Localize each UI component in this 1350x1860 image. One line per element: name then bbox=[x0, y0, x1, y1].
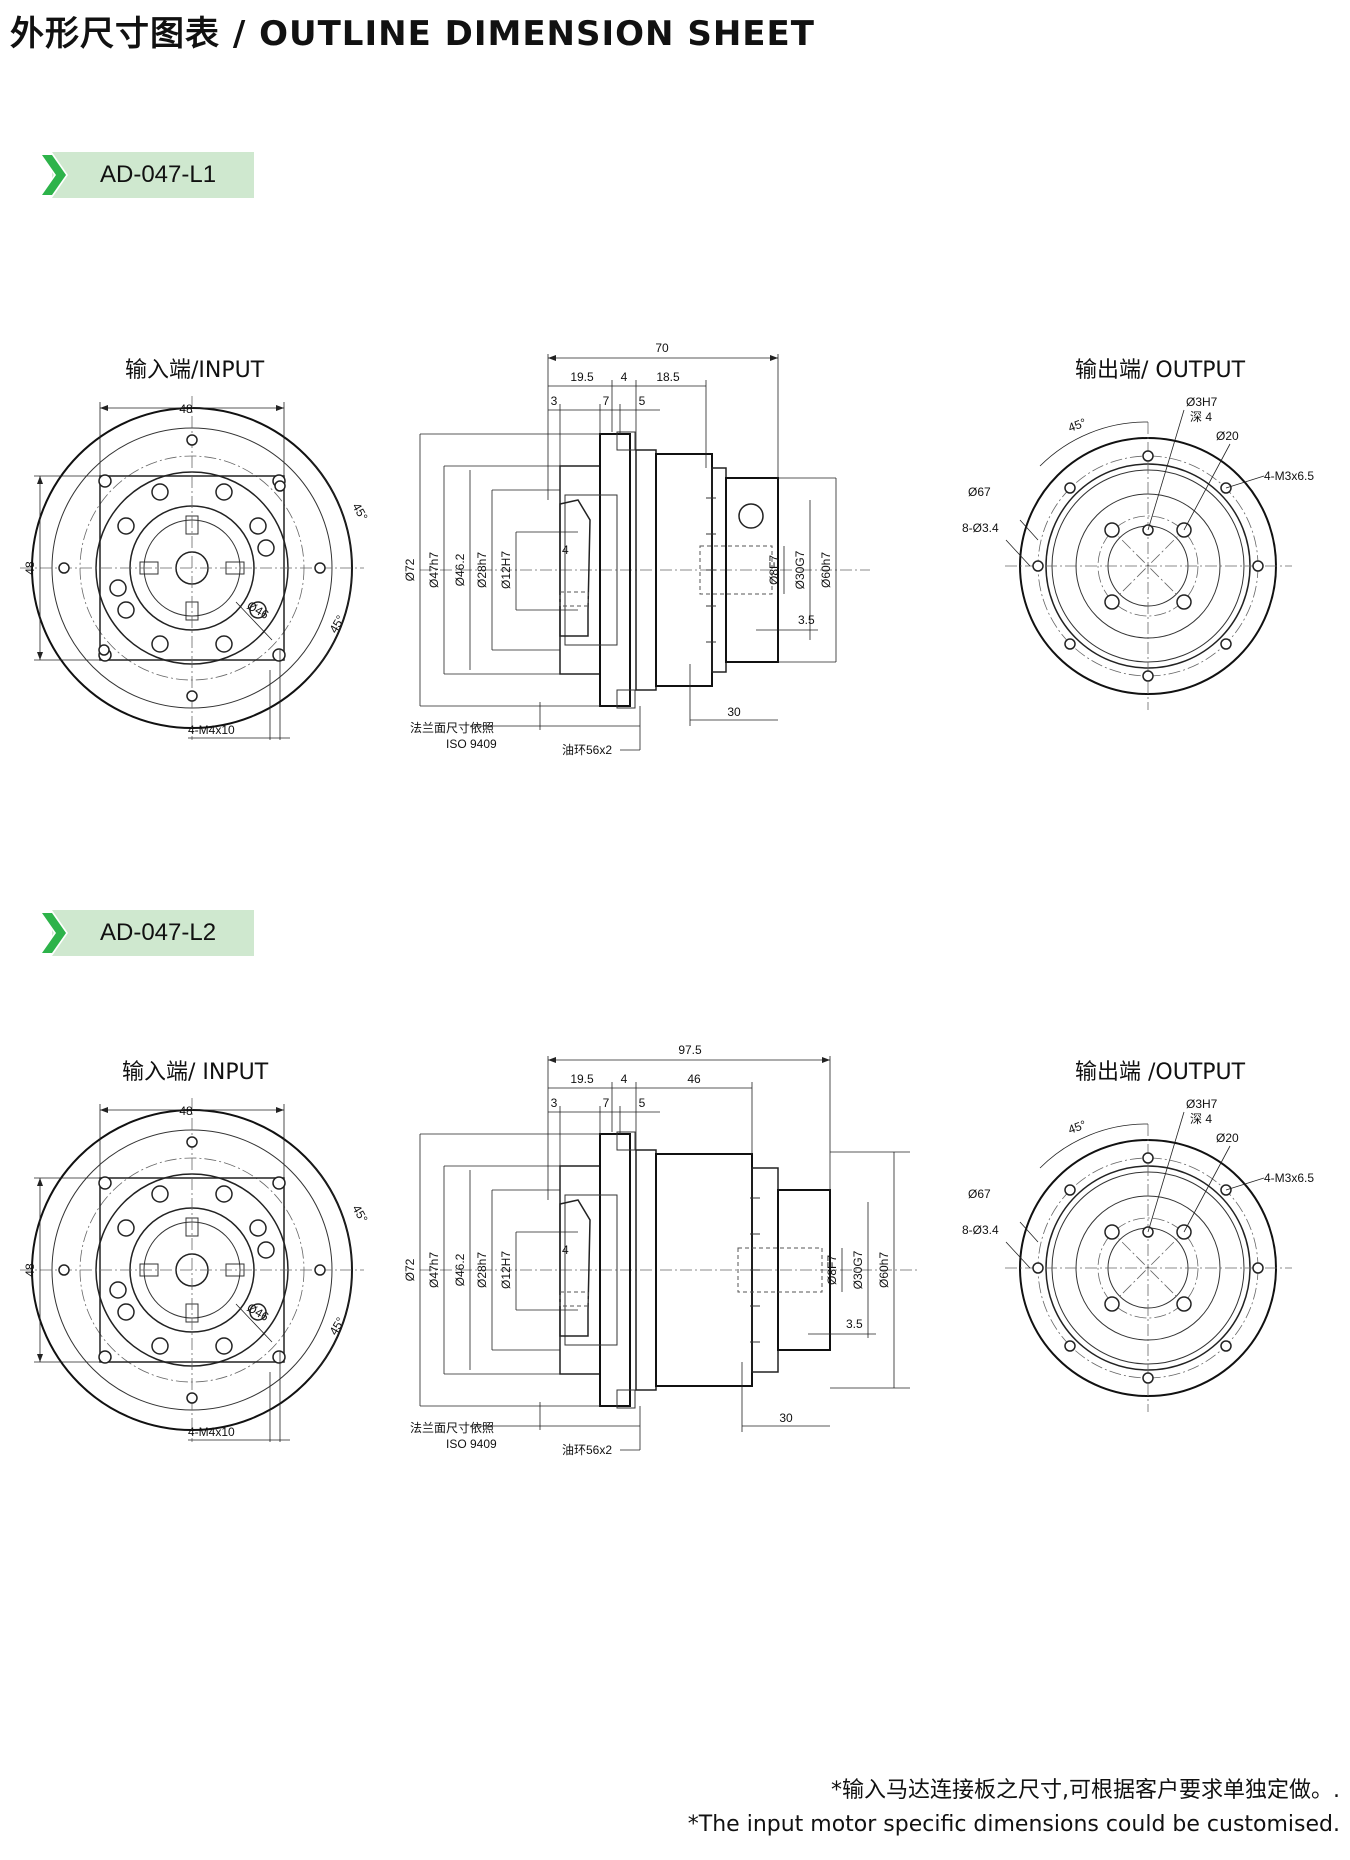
dim-angle: 45° bbox=[1066, 415, 1088, 434]
dim-3: 3 bbox=[551, 1096, 558, 1110]
footnote-en: *The input motor specific dimensions cou… bbox=[687, 1812, 1340, 1837]
dim-dia-8: Ø8F7 bbox=[825, 1255, 839, 1285]
dim-4: 4 bbox=[621, 1072, 628, 1086]
dim-dia-72: Ø72 bbox=[403, 1258, 417, 1281]
dim-46: 46 bbox=[687, 1072, 701, 1086]
dim-thread: 4-M4x10 bbox=[188, 723, 235, 737]
dim-thread: 4-M3x6.5 bbox=[1264, 469, 1314, 483]
model-name: AD-047-L1 bbox=[100, 161, 217, 188]
dim-height: 48 bbox=[23, 561, 37, 575]
dim-3-5: 3.5 bbox=[846, 1317, 863, 1331]
dim-thread: 4-M4x10 bbox=[188, 1425, 235, 1439]
side-view-drawing: 97.5 19.5 4 46 3 7 5 Ø72 Ø47h7 Ø46.2 Ø28… bbox=[403, 1043, 920, 1457]
output-view-label: 输出端 /OUTPUT bbox=[1075, 1060, 1246, 1085]
dim-3: 3 bbox=[551, 394, 558, 408]
note-flange-line2: ISO 9409 bbox=[446, 737, 497, 751]
dim-3-5: 3.5 bbox=[798, 613, 815, 627]
dim-pin-depth: 深 4 bbox=[1190, 1112, 1212, 1126]
dim-angle: 45° bbox=[1066, 1117, 1088, 1136]
output-view-drawing: 45° Ø3H7 深 4 Ø20 4-M3x6.5 Ø67 8-Ø3.4 bbox=[962, 1097, 1314, 1412]
tag-background bbox=[52, 910, 254, 956]
model-tag: AD-047-L1 bbox=[38, 152, 254, 198]
dim-dia-72: Ø72 bbox=[403, 558, 417, 581]
dim-pcd-67: Ø67 bbox=[968, 1187, 991, 1201]
dim-holes: 8-Ø3.4 bbox=[962, 1223, 999, 1237]
arrow-icon bbox=[38, 152, 68, 198]
note-flange-line2: ISO 9409 bbox=[446, 1437, 497, 1451]
dim-4: 4 bbox=[621, 370, 628, 384]
note-oring: 油环56x2 bbox=[562, 1443, 612, 1457]
note-oring: 油环56x2 bbox=[562, 743, 612, 757]
input-view-label: 输入端/ INPUT bbox=[122, 1060, 269, 1085]
model-name: AD-047-L2 bbox=[100, 919, 217, 946]
dim-dia-46: Ø46.2 bbox=[453, 1253, 467, 1286]
arrow-icon bbox=[38, 910, 68, 956]
dim-holes: 8-Ø3.4 bbox=[962, 521, 999, 535]
dim-7: 7 bbox=[603, 1096, 610, 1110]
dim-19-5: 19.5 bbox=[570, 1072, 594, 1086]
dim-height: 48 bbox=[23, 1263, 37, 1277]
dim-dia-60: Ø60h7 bbox=[819, 552, 833, 588]
dim-width: 48 bbox=[179, 1104, 193, 1118]
dim-pin-depth: 深 4 bbox=[1190, 410, 1212, 424]
dim-dia-30: Ø30G7 bbox=[793, 550, 807, 589]
dim-angle-top: 45° bbox=[349, 1203, 370, 1226]
drawing-section-2: 48 48 45° 45° Ø46 4-M4x10 bbox=[20, 1043, 1314, 1457]
note-flange-line1: 法兰面尺寸依照 bbox=[410, 1420, 494, 1435]
input-view-label: 输入端/INPUT bbox=[125, 358, 265, 383]
dim-pcd-20: Ø20 bbox=[1216, 429, 1239, 443]
dim-dia-8: Ø8F7 bbox=[767, 555, 781, 585]
dim-pin: Ø3H7 bbox=[1186, 1097, 1218, 1111]
dim-key-4: 4 bbox=[562, 543, 569, 557]
dim-dia-47: Ø47h7 bbox=[427, 552, 441, 588]
dim-5: 5 bbox=[639, 394, 646, 408]
dim-dia-12: Ø12H7 bbox=[499, 1251, 513, 1289]
footnote-cn: *输入马达连接板之尺寸,可根据客户要求单独定做。. bbox=[831, 1778, 1340, 1803]
dim-dia-12: Ø12H7 bbox=[499, 551, 513, 589]
dim-dia-47: Ø47h7 bbox=[427, 1252, 441, 1288]
dim-7: 7 bbox=[603, 394, 610, 408]
dim-dia-46: Ø46.2 bbox=[453, 553, 467, 586]
side-view-drawing: 70 19.5 4 18.5 3 7 5 Ø72 Ø47h7 Ø46.2 Ø28… bbox=[403, 341, 870, 757]
model-tag: AD-047-L2 bbox=[38, 910, 254, 956]
dim-pin: Ø3H7 bbox=[1186, 395, 1218, 409]
input-view-drawing: 48 48 45° 45° Ø46 4-M4x10 bbox=[20, 1098, 371, 1442]
dim-19-5: 19.5 bbox=[570, 370, 594, 384]
dim-dia-28: Ø28h7 bbox=[475, 552, 489, 588]
dim-30: 30 bbox=[727, 705, 741, 719]
page-title: 外形尺寸图表 / OUTLINE DIMENSION SHEET bbox=[10, 14, 815, 54]
dim-overall-length: 97.5 bbox=[678, 1043, 702, 1057]
dim-30: 30 bbox=[779, 1411, 793, 1425]
output-view-label: 输出端/ OUTPUT bbox=[1075, 358, 1246, 383]
dim-width: 48 bbox=[179, 402, 193, 416]
dim-18-5: 18.5 bbox=[656, 370, 680, 384]
tag-background bbox=[52, 152, 254, 198]
dim-dia-60: Ø60h7 bbox=[877, 1252, 891, 1288]
dim-dia-30: Ø30G7 bbox=[851, 1250, 865, 1289]
dim-5: 5 bbox=[639, 1096, 646, 1110]
dim-overall-length: 70 bbox=[655, 341, 669, 355]
drawing-section-1: 48 48 45° 45° Ø46 4-M4x10 bbox=[20, 341, 1314, 757]
dim-key-4: 4 bbox=[562, 1243, 569, 1257]
dim-thread: 4-M3x6.5 bbox=[1264, 1171, 1314, 1185]
dim-pcd-20: Ø20 bbox=[1216, 1131, 1239, 1145]
input-view-drawing: 48 48 45° 45° Ø46 4-M4x10 bbox=[20, 396, 371, 740]
dim-angle-top: 45° bbox=[349, 501, 370, 524]
dim-dia-28: Ø28h7 bbox=[475, 1252, 489, 1288]
output-view-drawing: 45° Ø3H7 深 4 Ø20 4-M3x6.5 Ø67 8-Ø3.4 bbox=[962, 395, 1314, 710]
dim-pcd-67: Ø67 bbox=[968, 485, 991, 499]
note-flange-line1: 法兰面尺寸依照 bbox=[410, 720, 494, 735]
